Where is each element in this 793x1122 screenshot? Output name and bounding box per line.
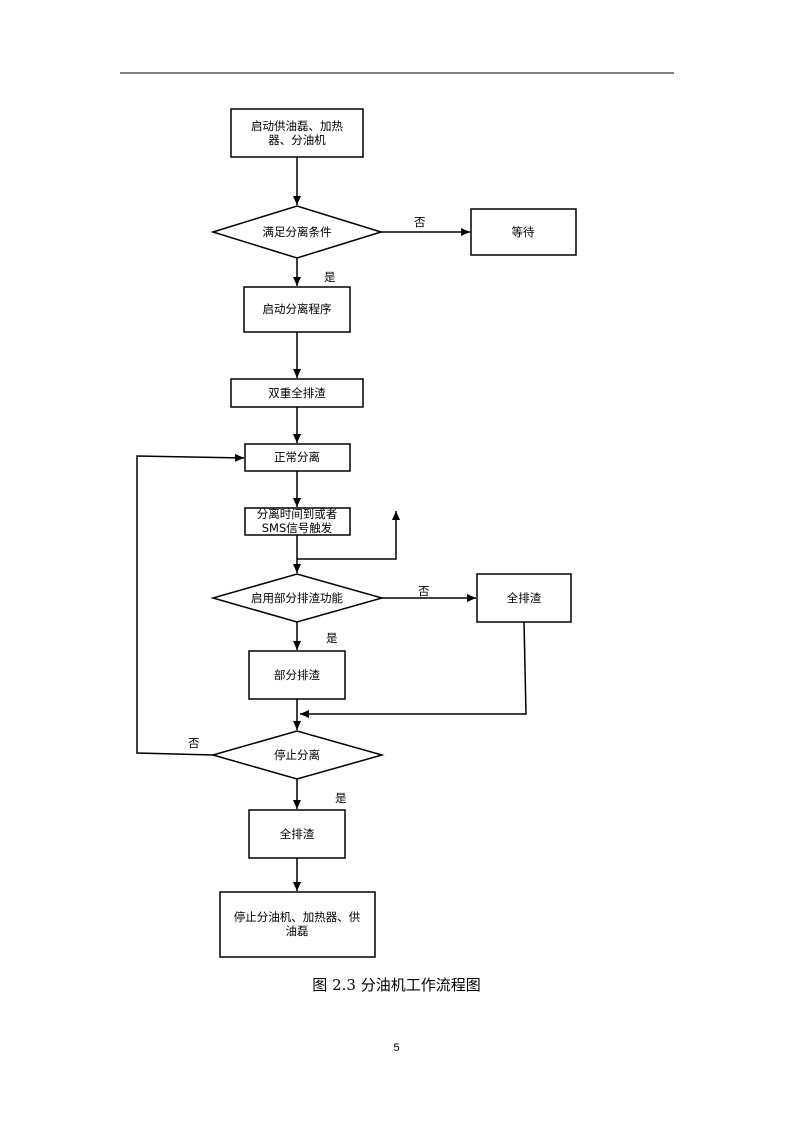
edge-label-yes-1: 是 xyxy=(324,270,336,284)
node-normal-sep xyxy=(244,443,351,472)
node-full-discharge-1 xyxy=(476,573,572,623)
node-partial xyxy=(248,650,346,700)
edge-label-yes-2: 是 xyxy=(326,631,338,645)
label-full-discharge-2: 全排渣 xyxy=(280,827,315,841)
label-double-full: 双重全排渣 xyxy=(268,386,326,400)
edge-label-yes-3: 是 xyxy=(335,791,347,805)
label-cond-partial: 启用部分排渣功能 xyxy=(251,591,343,605)
node-full-discharge-2 xyxy=(248,809,346,859)
edge-stop-no-loop xyxy=(136,453,245,756)
node-double-full xyxy=(230,378,364,408)
edge-trigger-side-loop xyxy=(297,511,400,560)
edge-label-no-2: 否 xyxy=(418,584,430,598)
node-stop-all xyxy=(219,891,376,958)
node-cond-stop xyxy=(210,730,385,780)
label-normal-sep: 正常分离 xyxy=(274,450,320,464)
edge-label-no-3: 否 xyxy=(188,736,200,750)
figure-caption: 图 2.3 分油机工作流程图 xyxy=(312,976,481,994)
page-number: 5 xyxy=(393,1042,400,1054)
edge-full-to-merge xyxy=(300,621,527,718)
label-cond-sep: 满足分离条件 xyxy=(263,225,332,239)
edge-label-no-1: 否 xyxy=(414,215,426,229)
label-partial: 部分排渣 xyxy=(274,668,320,682)
label-full-discharge-1: 全排渣 xyxy=(507,591,542,605)
label-start-prog: 启动分离程序 xyxy=(263,302,332,316)
node-wait xyxy=(470,208,577,256)
label-cond-stop: 停止分离 xyxy=(274,748,320,762)
label-wait: 等待 xyxy=(512,225,535,239)
label-stop-all: 停止分油机、加热器、供油磊 xyxy=(234,910,361,938)
label-start: 启动供油磊、加热器、分油机 xyxy=(251,119,343,147)
